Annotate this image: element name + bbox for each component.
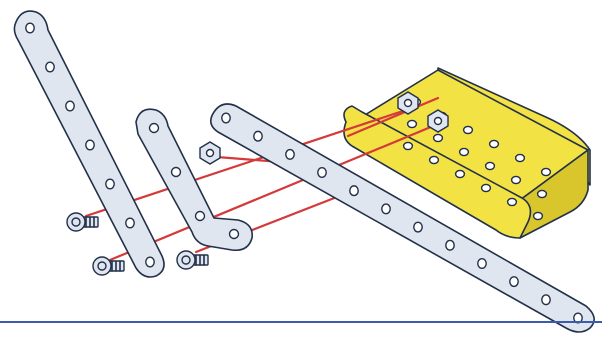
nuts [199, 91, 449, 165]
plate-hole [458, 147, 470, 157]
strip-hole [145, 256, 155, 268]
plate-hole [484, 161, 496, 171]
plate-hole [454, 169, 466, 179]
strip-hole [317, 166, 327, 179]
strip-hole [477, 257, 487, 270]
strip-hole [105, 178, 115, 190]
strip-holes [221, 112, 583, 324]
bracket-hole [148, 122, 160, 134]
strip-hole [285, 148, 295, 160]
strip-hole [25, 22, 35, 34]
strip-hole [125, 217, 135, 229]
bracket-hole [170, 166, 182, 178]
strip-hole [445, 239, 455, 251]
plate-hole [532, 211, 544, 221]
strip-hole [509, 276, 519, 288]
strip-holes [25, 22, 155, 268]
plate-hole [462, 125, 474, 135]
strip-hole [221, 112, 231, 124]
plate-hole [540, 167, 552, 177]
bolt [176, 250, 209, 270]
plate-hole [402, 141, 414, 151]
plate-hole [432, 133, 444, 143]
plate-front-flange [343, 105, 532, 239]
bracket-hole [194, 210, 206, 222]
strip-hole [349, 185, 359, 197]
strip-hole [45, 61, 55, 73]
strip-hole [541, 294, 551, 306]
connector-line [346, 96, 440, 138]
plate-hole [510, 175, 522, 185]
strip-body [210, 103, 595, 333]
plate-hole [506, 197, 518, 207]
connector-line [84, 106, 414, 218]
plate-hole [480, 183, 492, 193]
connector-line [108, 122, 440, 262]
plate-hole [406, 119, 418, 129]
long-strip-left [13, 10, 165, 278]
plate-hole [428, 155, 440, 165]
bolts [66, 212, 209, 276]
strip-hole [253, 130, 263, 142]
nut [427, 109, 449, 133]
plate-hole [536, 189, 548, 199]
bolt [92, 256, 125, 276]
long-strip-right [210, 103, 595, 333]
strip-hole [413, 221, 423, 233]
angle-bracket [135, 108, 254, 252]
plate-hole [488, 139, 500, 149]
bracket-hole [228, 228, 240, 240]
nut [397, 91, 419, 115]
bracket-body [135, 108, 254, 252]
nut [199, 141, 221, 165]
strip-hole [85, 139, 95, 151]
plate-hole [514, 153, 526, 163]
strip-hole [65, 100, 75, 112]
strip-hole [381, 203, 391, 215]
bolt [66, 212, 99, 232]
